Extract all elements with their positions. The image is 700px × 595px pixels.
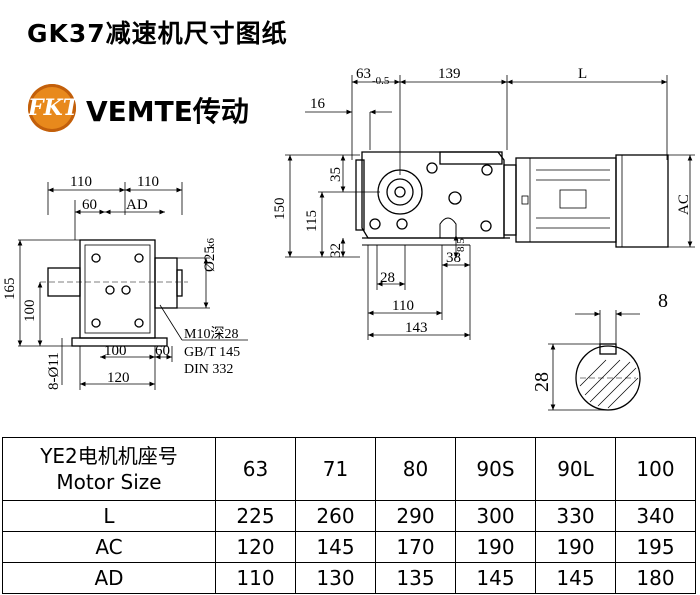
row-label: L xyxy=(2,500,216,532)
dim-8-5: 8.5 xyxy=(455,238,467,252)
brand-logo: FKT VEMTE传动 xyxy=(28,84,258,134)
dim-115: 115 xyxy=(304,210,320,232)
dim-keyway-height: 28 xyxy=(531,372,553,392)
dim-35: 35 xyxy=(328,167,344,182)
dim-AC: AC xyxy=(676,194,692,215)
row-label: AC xyxy=(2,531,216,563)
dim-ad: AD xyxy=(126,197,148,213)
note-standard-din: DIN 332 xyxy=(184,362,233,377)
table-cell: 120 xyxy=(215,531,296,563)
dim-100-vertical: 100 xyxy=(22,300,38,323)
table-cell: 190 xyxy=(455,531,536,563)
table-cell: 145 xyxy=(295,531,376,563)
size-cell: 90L xyxy=(535,437,616,501)
table-cell: 340 xyxy=(615,500,696,532)
table-cell: 110 xyxy=(215,562,296,594)
dim-keyway-width: 8 xyxy=(658,290,668,312)
dim-120: 120 xyxy=(107,370,130,386)
table-cell: 135 xyxy=(375,562,456,594)
dim-32: 32 xyxy=(328,243,344,258)
front-view-labels: 63 -0.5 139 L 16 35 150 115 32 AC 28 38 … xyxy=(272,66,692,392)
table-cell: 130 xyxy=(295,562,376,594)
row-label: AD xyxy=(2,562,216,594)
brand-name: VEMTE传动 xyxy=(86,95,249,128)
dim-60-top: 60 xyxy=(82,197,97,213)
logo-badge-icon: FKT xyxy=(28,84,79,132)
table-cell: 195 xyxy=(615,531,696,563)
table-cell: 190 xyxy=(535,531,616,563)
header-label-en: Motor Size xyxy=(56,470,162,494)
dim-28: 28 xyxy=(380,270,395,286)
technical-drawing: 110 110 60 AD Ø25 k6 165 100 8-Ø11 100 6… xyxy=(2,66,695,411)
table-cell: 330 xyxy=(535,500,616,532)
side-view xyxy=(17,182,248,390)
dim-165: 165 xyxy=(2,278,18,301)
dim-150: 150 xyxy=(272,198,288,221)
table-row: AD 110 130 135 145 145 180 xyxy=(2,562,696,594)
size-cell: 90S xyxy=(455,437,536,501)
dim-shaft-tolerance: k6 xyxy=(205,238,217,250)
table-cell: 300 xyxy=(455,500,536,532)
dim-16: 16 xyxy=(310,96,326,112)
table-cell: 290 xyxy=(375,500,456,532)
table-cell: 170 xyxy=(375,531,456,563)
side-view-labels: 110 110 60 AD Ø25 k6 165 100 8-Ø11 100 6… xyxy=(2,174,240,390)
header-label-cn: YE2电机机座号 xyxy=(40,444,178,468)
dim-110: 110 xyxy=(392,298,414,314)
dim-shaft-diameter: Ø25 xyxy=(202,246,218,272)
dim-100-bottom: 100 xyxy=(104,343,127,359)
dim-L: L xyxy=(578,66,587,82)
table-row: L 225 260 290 300 330 340 xyxy=(2,500,696,532)
size-cell: 80 xyxy=(375,437,456,501)
table-header-label: YE2电机机座号 Motor Size xyxy=(2,437,216,501)
table-header-row: YE2电机机座号 Motor Size 63 71 80 90S 90L 100 xyxy=(2,437,696,501)
table-cell: 225 xyxy=(215,500,296,532)
size-cell: 63 xyxy=(215,437,296,501)
dim-60-bottom: 60 xyxy=(155,343,170,359)
dim-143: 143 xyxy=(405,320,428,336)
note-thread: M10深28 xyxy=(184,326,238,342)
table-cell: 145 xyxy=(455,562,536,594)
dim-38: 38 xyxy=(446,250,461,266)
motor-size-table: YE2电机机座号 Motor Size 63 71 80 90S 90L 100… xyxy=(2,437,696,594)
dim-63: 63 xyxy=(356,66,371,82)
front-view xyxy=(285,75,695,411)
page-title: GK37减速机尺寸图纸 xyxy=(27,19,288,48)
table-cell: 180 xyxy=(615,562,696,594)
table-row: AC 120 145 170 190 190 195 xyxy=(2,531,696,563)
dim-110-right: 110 xyxy=(137,174,159,190)
note-standard-gb: GB/T 145 xyxy=(184,345,240,360)
table-cell: 260 xyxy=(295,500,376,532)
dim-110-left: 110 xyxy=(70,174,92,190)
table-cell: 145 xyxy=(535,562,616,594)
size-cell: 71 xyxy=(295,437,376,501)
size-cell: 100 xyxy=(615,437,696,501)
dim-63-tolerance: -0.5 xyxy=(372,75,390,87)
dim-holes: 8-Ø11 xyxy=(46,352,62,390)
dim-139: 139 xyxy=(438,66,461,82)
